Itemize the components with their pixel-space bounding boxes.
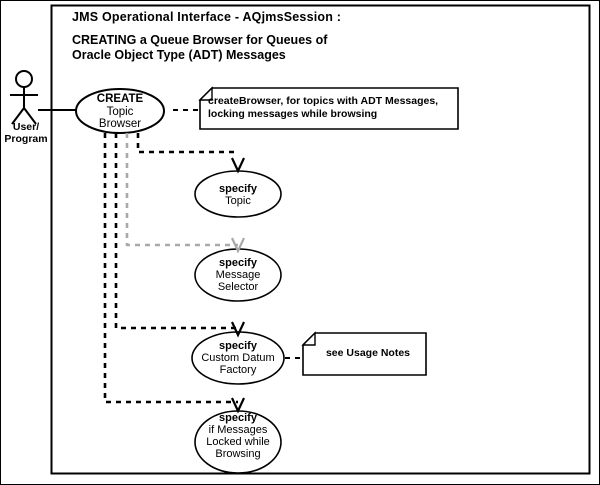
note-create-browser-line1: createBrowser, for topics with ADT Messa…	[208, 95, 439, 107]
use-case-specify-custom-datum-factory-line3: Factory	[219, 364, 257, 376]
use-case-create-topic-browser-line1: CREATE	[96, 93, 144, 105]
note-usage-line1: see Usage Notes	[325, 347, 411, 359]
connector-create-to-specify-topic	[136, 133, 245, 174]
note-create-browser-line2: locking messages while browsing	[208, 108, 378, 120]
use-case-specify-message-selector-line3: Selector	[217, 281, 259, 293]
use-case-specify-message-selector-line1: specify	[219, 257, 257, 269]
actor-head-icon	[15, 70, 33, 88]
use-case-specify-custom-datum-factory[interactable]	[191, 331, 285, 385]
use-case-specify-message-selector-line2: Message	[215, 269, 261, 281]
note-usage	[285, 331, 427, 376]
connector-create-to-specify-custom-datum-factory	[114, 133, 245, 338]
use-case-specify-if-messages-locked-line4: Browsing	[215, 448, 261, 460]
system-boundary	[50, 4, 591, 475]
actor-user-program	[10, 70, 38, 125]
page-title-line1: JMS Operational Interface - AQjmsSession…	[72, 10, 342, 24]
use-case-specify-if-messages-locked-line1: specify	[219, 412, 257, 424]
use-case-create-topic-browser-line3: Browser	[98, 118, 142, 130]
actor-label-line1: User/	[12, 121, 40, 133]
connector-create-to-specify-if-messages-locked	[103, 133, 245, 414]
note-create-browser	[173, 86, 459, 130]
use-case-specify-topic-line2: Topic	[225, 195, 251, 207]
page-title-line2: CREATING a Queue Browser for Queues of	[72, 33, 328, 47]
actor-leg-right-icon	[23, 107, 37, 125]
use-case-specify-if-messages-locked-line2: if Messages	[208, 424, 268, 436]
page-title-line3: Oracle Object Type (ADT) Messages	[72, 48, 286, 62]
use-case-specify-if-messages-locked-line3: Locked while	[206, 436, 270, 448]
connector-create-to-specify-message-selector	[125, 133, 245, 254]
use-case-create-topic-browser-line2: Topic	[106, 106, 134, 118]
use-case-create-topic-browser[interactable]	[75, 88, 165, 134]
use-case-specify-custom-datum-factory-line2: Custom Datum	[201, 352, 275, 364]
actor-leg-left-icon	[11, 107, 25, 125]
actor-label-line2: Program	[4, 133, 48, 145]
use-case-specify-custom-datum-factory-line1: specify	[219, 340, 257, 352]
use-case-specify-topic-line1: specify	[219, 183, 257, 195]
